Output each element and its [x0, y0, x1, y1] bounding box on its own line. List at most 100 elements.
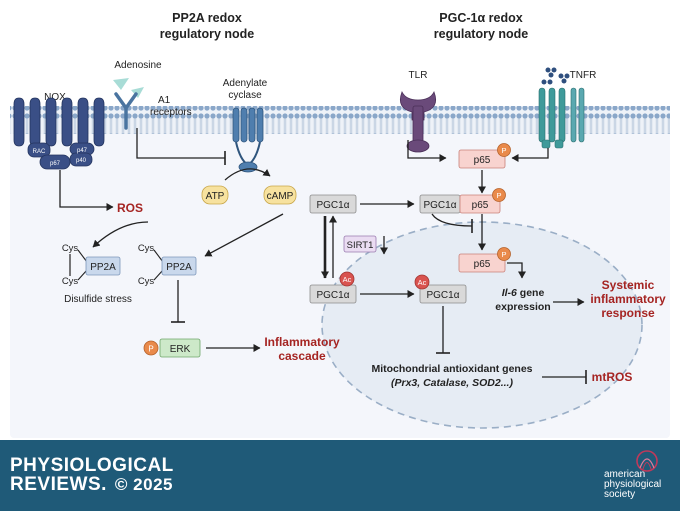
acetyl-badge-icon	[339, 271, 355, 287]
erk-phospho-label: P	[148, 345, 153, 354]
il6-gene-label: Il-6 gene	[502, 287, 545, 299]
il6-gene-italic: Il-6	[502, 287, 517, 299]
inflammatory-cascade-label-1: Inflammatory	[264, 335, 340, 349]
acetyl-badge-label: Ac	[343, 275, 352, 284]
inflammatory-cascade-label-2: cascade	[278, 349, 326, 363]
p65-nuclear-phospho-badge-icon	[497, 247, 511, 261]
nox-to-ros-arrow	[59, 170, 114, 211]
pp2a-node-title-2: regulatory node	[160, 27, 255, 41]
a1-inhibition-line	[136, 128, 225, 159]
complex-phospho-badge-icon	[492, 188, 506, 202]
p65-phospho-badge-icon	[497, 143, 511, 157]
camp-to-pp2a-arrow	[204, 213, 284, 257]
p65-nuclear-phospho-label: P	[501, 250, 506, 259]
aps-publisher-line2: physiological	[604, 479, 662, 490]
adenosine-label: Adenosine	[114, 60, 162, 71]
nox-p67-label: p67	[50, 161, 61, 167]
journal-name-line2: REVIEWS.	[10, 474, 107, 495]
p65-phospho-label: P	[501, 146, 506, 155]
nox-rac-label: RAC	[33, 149, 46, 155]
adenylate-cyclase-label-1: Adenylate	[223, 78, 268, 89]
systemic-response-label-3: response	[601, 306, 655, 320]
erk-phospho-badge-icon	[143, 340, 159, 356]
cys-top-left-label: Cys	[62, 243, 79, 254]
aps-publisher-line1: american	[604, 469, 646, 480]
atp-node	[201, 185, 229, 205]
a1-receptor-icon	[114, 92, 138, 130]
nox-complex-icon	[13, 97, 105, 170]
disulfide-stress-label: Disulfide stress	[64, 294, 132, 305]
mito-genes-label: Mitochondrial antioxidant genes	[371, 363, 532, 375]
il6-expression-label: expression	[495, 301, 550, 313]
sirt1-node	[343, 235, 377, 253]
complex-inhibition-line	[431, 213, 473, 227]
p65-cytoplasm-node	[458, 149, 506, 169]
camp-label: cAMP	[267, 191, 294, 202]
cys-bottom-right-label: Cys	[138, 276, 155, 287]
pgc-node-title-2: regulatory node	[434, 27, 529, 41]
pgc-node-title-1: PGC-1α redox	[439, 11, 522, 25]
cys-link-top	[77, 249, 88, 263]
cys-link-bottom-reduced	[153, 269, 164, 281]
nuclear-acetyl-badge-icon	[414, 274, 430, 290]
tlr-to-p65-arrow	[407, 140, 447, 162]
pp2a-node-title-1: PP2A redox	[172, 11, 242, 25]
adenylate-cyclase-label-2: cyclase	[228, 90, 262, 101]
nucleus	[321, 221, 643, 429]
mito-genes-list-label: (Prx3, Catalase, SOD2...)	[391, 377, 513, 389]
tnf-ligand-icon	[541, 67, 570, 85]
aps-publisher: american physiological society	[604, 470, 661, 500]
pathway-diagram: PP2A redox regulatory node PGC-1α redox …	[10, 11, 670, 438]
complex-phospho-label: P	[496, 191, 501, 200]
complex-pgc1a-label: PGC1α	[423, 200, 456, 211]
journal-name-line2-row: REVIEWS. © 2025	[10, 475, 174, 494]
p65-to-il6-arrow	[507, 262, 526, 279]
a1-receptors-label-2: receptors	[150, 107, 192, 118]
systemic-response-label-1: Systemic	[602, 278, 655, 292]
nuclear-pgc1a-label: PGC1α	[426, 290, 459, 301]
camp-node	[263, 185, 297, 205]
pp2a-oxidized-label: PP2A	[90, 262, 116, 273]
pp2a-oxidized-node	[85, 256, 121, 276]
systemic-response-label-2: inflammatory	[590, 292, 666, 306]
acetyl-pgc1a-label: PGC1α	[316, 290, 349, 301]
aps-logo-icon	[636, 450, 658, 472]
nuclear-acetyl-badge-label: Ac	[418, 278, 427, 287]
pp2a-reduced-label: PP2A	[166, 262, 192, 273]
atp-to-camp-arrow	[224, 168, 271, 181]
journal-name: PHYSIOLOGICAL REVIEWS. © 2025	[10, 456, 174, 494]
atp-label: ATP	[206, 191, 225, 202]
erk-label: ERK	[170, 344, 191, 355]
aps-publisher-line3: society	[604, 489, 636, 500]
nox-p40-label: p40	[76, 158, 87, 164]
tnfr-receptor-icon	[538, 87, 585, 149]
pgc1a-cytoplasm-label: PGC1α	[316, 200, 349, 211]
complex-p65-label: p65	[472, 200, 489, 211]
mtros-label: mtROS	[592, 370, 633, 384]
diagram-canvas: PP2A redox regulatory node PGC-1α redox …	[10, 11, 670, 438]
pp2a-reduced-node	[161, 256, 197, 276]
p65-cytoplasm-label: p65	[474, 155, 491, 166]
journal-year: © 2025	[114, 475, 173, 494]
journal-footer	[0, 440, 680, 511]
nox-p47-label: p47	[77, 148, 88, 154]
nox-label: NOX	[44, 92, 66, 103]
a1-receptors-label-1: A1	[158, 95, 171, 106]
ros-label: ROS	[117, 201, 143, 215]
tnfr-to-p65-arrow	[511, 148, 549, 162]
erk-node	[159, 338, 201, 358]
p65-nuclear-label: p65	[474, 259, 491, 270]
nuclear-pgc1a-node	[419, 284, 467, 304]
tlr-label: TLR	[409, 70, 428, 81]
journal-name-line1: PHYSIOLOGICAL	[10, 455, 174, 476]
tlr-receptor-icon	[399, 91, 437, 153]
complex-p65-node	[459, 194, 501, 214]
cys-link-bottom	[77, 269, 88, 281]
tnfr-label: TNFR	[570, 70, 597, 81]
il6-gene-word: gene	[520, 287, 545, 299]
ros-oxidation-arrow	[92, 221, 149, 248]
acetyl-pgc1a-node	[309, 284, 357, 304]
p65-nuclear-node	[458, 253, 506, 273]
sirt1-label: SIRT1	[347, 240, 374, 251]
cys-link-top-reduced	[153, 249, 164, 263]
